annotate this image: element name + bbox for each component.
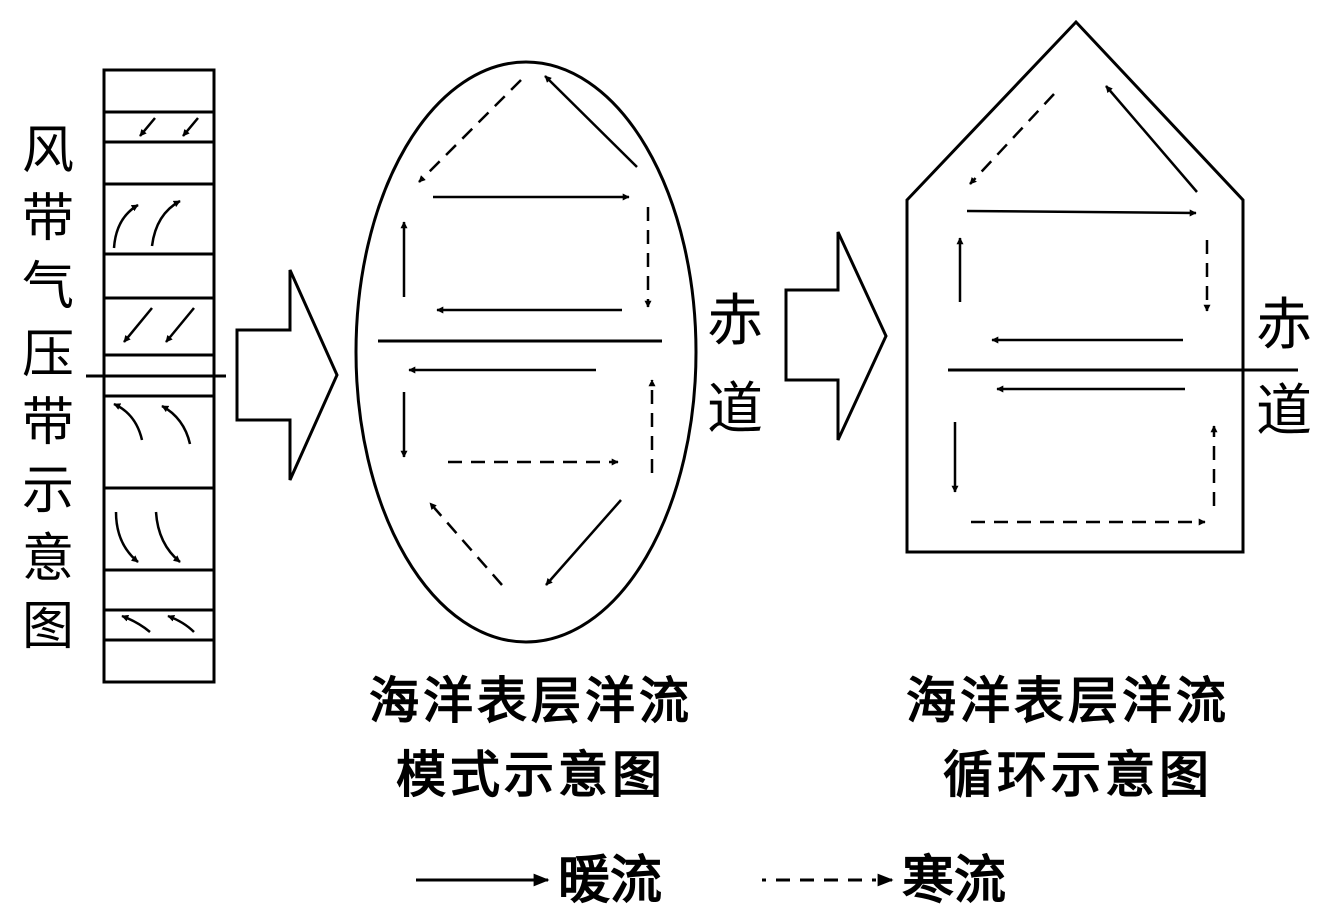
equator-label-char: 赤 xyxy=(1256,293,1312,358)
warm-current-arrow xyxy=(545,499,622,586)
wind-arrow xyxy=(150,199,181,247)
title-char: 带 xyxy=(22,189,74,249)
cold-currents xyxy=(418,79,656,586)
wind-arrows xyxy=(112,117,199,633)
transition-arrow xyxy=(235,269,339,481)
legend: 暖流 寒流 xyxy=(416,850,1006,911)
wind-arrow xyxy=(139,117,156,137)
current-pattern-panel: 赤 道 海洋表层洋流 模式示意图 xyxy=(354,60,763,804)
ocean-basin-outline xyxy=(905,19,1245,554)
legend-warm-label: 暖流 xyxy=(558,850,662,911)
title-char: 压 xyxy=(22,325,74,385)
cold-current-arrow xyxy=(429,502,503,586)
title-char: 意 xyxy=(22,529,74,589)
wind-pressure-belts-panel: 风 带 气 压 带 示 意 图 xyxy=(22,68,226,684)
title-char: 示 xyxy=(22,461,74,521)
wind-arrow xyxy=(112,203,139,249)
equator-label-char: 道 xyxy=(707,377,763,442)
caption-line-2: 循环示意图 xyxy=(943,745,1213,804)
caption-line-2: 模式示意图 xyxy=(396,745,666,804)
wind-arrow xyxy=(182,117,199,137)
warm-currents xyxy=(400,75,638,586)
warm-current-arrow xyxy=(1105,85,1198,193)
wind-arrow xyxy=(114,511,139,563)
wind-arrow xyxy=(165,307,195,343)
wind-arrow xyxy=(161,404,192,445)
legend-cold-label: 寒流 xyxy=(902,850,1006,911)
warm-current-arrow xyxy=(966,209,1197,217)
equator-label-char: 赤 xyxy=(707,289,763,354)
ocean-basin-ellipse xyxy=(354,60,698,644)
caption-line-1: 海洋表层洋流 xyxy=(369,671,693,730)
title-char: 图 xyxy=(22,597,74,657)
wind-arrow xyxy=(113,402,144,441)
title-char: 带 xyxy=(22,393,74,453)
title-char: 气 xyxy=(22,257,74,317)
title-char: 风 xyxy=(22,121,74,181)
belt-dividers xyxy=(104,110,214,642)
cold-currents xyxy=(969,93,1218,526)
equator-label-char: 道 xyxy=(1256,379,1312,444)
cold-current-arrow xyxy=(969,93,1055,185)
transition-arrow xyxy=(784,231,888,441)
wind-arrow xyxy=(121,614,151,633)
warm-current-arrow xyxy=(544,75,638,168)
vertical-title: 风 带 气 压 带 示 意 图 xyxy=(22,121,74,657)
current-circulation-panel: 赤 道 海洋表层洋流 循环示意图 xyxy=(905,19,1312,804)
warm-currents xyxy=(951,85,1198,493)
cold-current-arrow xyxy=(418,79,522,183)
caption-line-1: 海洋表层洋流 xyxy=(906,671,1230,730)
wind-arrow xyxy=(123,307,153,343)
wind-arrow xyxy=(154,511,181,563)
wind-arrow xyxy=(167,614,195,633)
